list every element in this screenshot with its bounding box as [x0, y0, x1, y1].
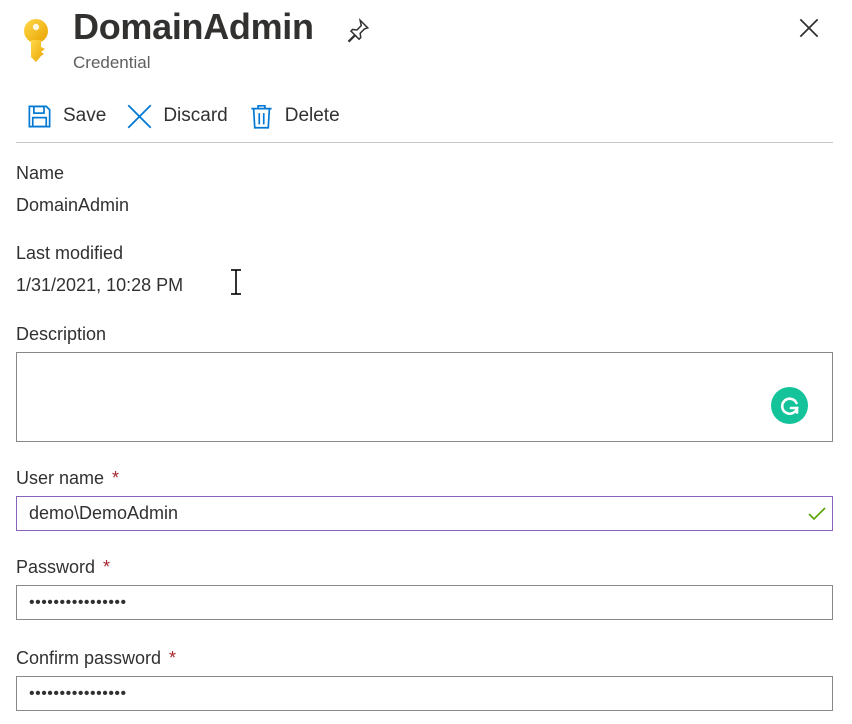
- discard-icon: [127, 104, 152, 128]
- command-bar: Save Discard Delete: [16, 98, 350, 134]
- checkmark-icon: [808, 507, 826, 521]
- discard-button[interactable]: Discard: [116, 98, 237, 134]
- page-subtitle: Credential: [73, 53, 151, 72]
- page-title: DomainAdmin: [73, 6, 314, 47]
- close-icon[interactable]: [796, 15, 822, 41]
- confirm-password-input[interactable]: ••••••••••••••••: [16, 676, 833, 711]
- save-button[interactable]: Save: [16, 98, 116, 134]
- grammarly-icon[interactable]: [771, 387, 808, 424]
- toolbar-divider: [16, 142, 833, 143]
- user-name-input[interactable]: demo\DemoAdmin: [16, 496, 833, 531]
- name-label: Name: [16, 163, 65, 183]
- trash-icon: [251, 104, 272, 129]
- key-icon: [24, 19, 48, 62]
- password-input[interactable]: ••••••••••••••••: [16, 585, 833, 620]
- password-label: Password*: [16, 557, 111, 577]
- delete-button[interactable]: Delete: [238, 98, 350, 134]
- description-label: Description: [16, 324, 107, 344]
- name-value: DomainAdmin: [16, 195, 130, 215]
- user-name-label: User name*: [16, 468, 120, 488]
- required-marker: *: [112, 468, 120, 488]
- last-modified-value: 1/31/2021, 10:28 PM: [16, 275, 184, 295]
- save-label: Save: [63, 105, 107, 126]
- save-icon: [28, 105, 51, 127]
- confirm-password-label: Confirm password*: [16, 648, 177, 668]
- password-value: ••••••••••••••••: [29, 593, 127, 611]
- confirm-password-value: ••••••••••••••••: [29, 684, 127, 702]
- user-name-value: demo\DemoAdmin: [29, 503, 179, 523]
- discard-label: Discard: [163, 105, 228, 126]
- pin-icon[interactable]: [345, 17, 371, 43]
- text-cursor-icon: [231, 269, 241, 295]
- description-textarea[interactable]: [16, 352, 833, 442]
- last-modified-label: Last modified: [16, 243, 124, 263]
- required-marker: *: [103, 557, 111, 577]
- blade-header: DomainAdmin Credential: [0, 0, 852, 90]
- required-marker: *: [169, 648, 177, 668]
- delete-label: Delete: [284, 105, 340, 126]
